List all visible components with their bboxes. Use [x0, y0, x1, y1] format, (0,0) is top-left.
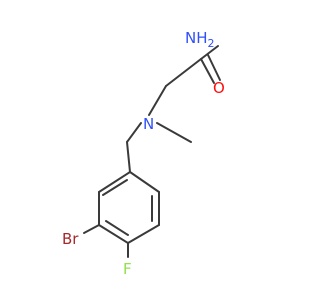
amide-nitrogen-subscript: 2 [208, 37, 215, 50]
bond-ring-bromine [83, 224, 100, 234]
bond-ch2-amine [148, 85, 167, 116]
ring-bond-1 [98, 171, 131, 193]
amide-nitrogen-main-text: NH [185, 29, 208, 47]
molecule-canvas: NH2 O N Br F [62, 29, 225, 278]
ring-bond-6 [129, 171, 160, 193]
bond-nh2-carbonyl [200, 45, 219, 60]
ring-bond-1-inner [102, 179, 128, 196]
bonds [83, 45, 221, 258]
fluorine-label: F [123, 260, 132, 278]
oxygen-label: O [213, 79, 225, 97]
amine-nitrogen-label: N [143, 115, 154, 133]
bromine-label: Br [62, 230, 79, 248]
ring-bond-4 [127, 224, 160, 244]
bond-amine-benzyl [126, 122, 142, 143]
bond-carbonyl-oxygen-1 [200, 58, 215, 84]
bond-carbonyl-ch2 [165, 58, 202, 87]
ring-bond-3 [98, 224, 129, 244]
bond-carbonyl-oxygen-2 [207, 54, 221, 81]
bond-amine-methyl [156, 122, 192, 143]
molecule-structure: NH2 O N Br F [62, 29, 225, 278]
amide-nitrogen-label: NH2 [185, 29, 215, 50]
ring-bond-3-inner [105, 220, 129, 236]
bond-benzyl-ring [126, 141, 131, 173]
